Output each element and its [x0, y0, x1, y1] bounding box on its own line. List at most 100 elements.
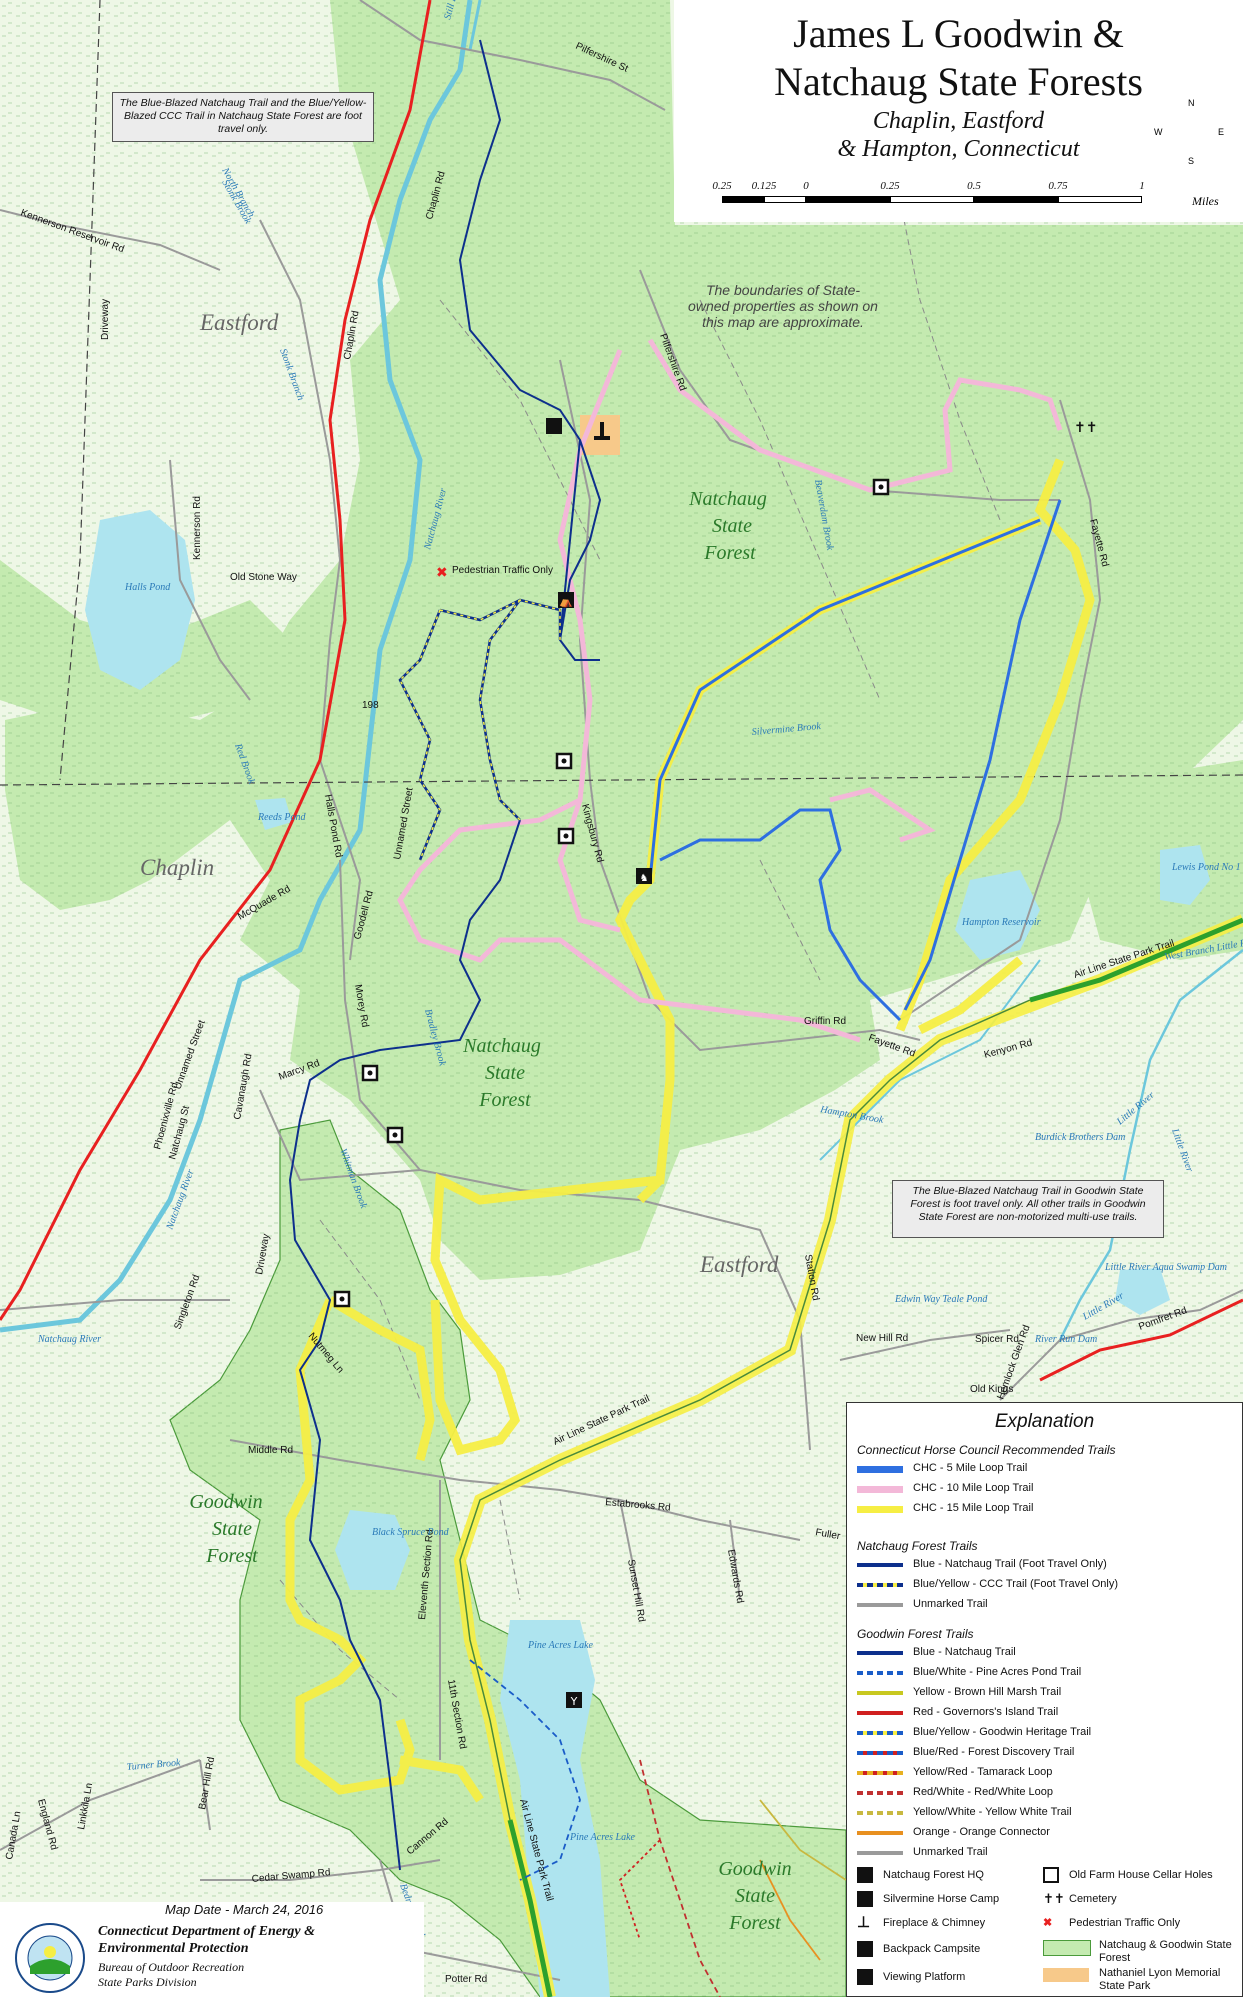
legend-item-goodwin-8: Yellow/White - Yellow White Trail [857, 1805, 1237, 1821]
road-label-route-198: 198 [362, 700, 379, 711]
legend-label: Blue/Yellow - CCC Trail (Foot Travel Onl… [913, 1578, 1118, 1590]
pedestrian-label: Pedestrian Traffic Only [452, 565, 553, 576]
compass-w: W [1154, 127, 1163, 137]
town-label-eastford-center: Eastford [699, 1252, 779, 1277]
compass-e: E [1218, 127, 1225, 137]
forest-label-goodwin-w-3: Forest [205, 1545, 258, 1567]
fireplace-icon: ⊥ [857, 1914, 871, 1931]
forest-area-swatch [1043, 1940, 1091, 1956]
legend-swatch [857, 1506, 903, 1513]
legend-item-goodwin-5: Blue/Red - Forest Discovery Trail [857, 1745, 1237, 1761]
svg-text:⛺: ⛺ [559, 595, 573, 608]
unmarked-trails [279, 199, 1001, 1701]
water-label-burdick-brothers-dam: Burdick Brothers Dam [1035, 1132, 1125, 1143]
road-label-griffin-rd: Griffin Rd [804, 1016, 846, 1027]
water-label-river-run-dam: River Run Dam [1034, 1334, 1097, 1345]
goodwin-trails [469, 1659, 847, 1997]
legend-heading-chc: Connecticut Horse Council Recommended Tr… [857, 1443, 1116, 1457]
road-label-old-kings: Old Kings [970, 1384, 1013, 1395]
water-label-edwin-way-teale-pond: Edwin Way Teale Pond [894, 1294, 988, 1305]
legend-swatch [857, 1486, 903, 1493]
pedestrian-marker: ✖ [436, 565, 448, 581]
map-title-line-2: Natchaug State Forests [774, 59, 1143, 104]
backpack-campsite-marker [546, 418, 562, 434]
forest-label-goodwin-w-1: Goodwin [189, 1491, 262, 1513]
legend-swatch [857, 1771, 903, 1775]
legend-label: CHC - 10 Mile Loop Trail [913, 1482, 1034, 1494]
legend-label: Blue - Natchaug Trail (Foot Travel Only) [913, 1558, 1107, 1570]
legend-heading-natchaug: Natchaug Forest Trails [857, 1539, 978, 1553]
legend-label: CHC - 15 Mile Loop Trail [913, 1502, 1034, 1514]
water-label-lewis-pond: Lewis Pond No 1 [1171, 862, 1241, 873]
legend-item-goodwin-7: Red/White - Red/White Loop [857, 1785, 1237, 1801]
fireplace-marker [594, 422, 610, 440]
legend-title: Explanation [994, 1411, 1095, 1432]
legend-item-goodwin-4: Blue/Yellow - Goodwin Heritage Trail [857, 1725, 1237, 1741]
forest-label-goodwin-se-2: State [735, 1885, 775, 1907]
division-line: State Parks Division [98, 1975, 197, 1989]
dept-line-2: Environmental Protection [98, 1941, 249, 1956]
forest-label-natchaug-center-2: State [485, 1062, 525, 1084]
chc-5-mile-loop [648, 499, 1062, 1022]
map-subtitle-line-1: Chaplin, Eastford [872, 108, 1045, 134]
legend-item-goodwin-10: Unmarked Trail [857, 1845, 1237, 1861]
legend-swatch [857, 1691, 903, 1695]
pedestrian-x-icon: ✖ [1043, 1917, 1053, 1929]
legend-label: Yellow/White - Yellow White Trail [913, 1806, 1072, 1818]
legend-swatch [857, 1711, 903, 1715]
road-label-driveway-nw: Driveway [100, 299, 111, 340]
compass-s: S [1188, 156, 1195, 166]
svg-text:♞: ♞ [640, 873, 649, 884]
still-river [468, 0, 482, 51]
ccc-trail-dashes [399, 599, 561, 861]
legend-swatch [857, 1583, 903, 1587]
forest-label-natchaug-center-3: Forest [478, 1089, 531, 1111]
map-date: Map Date - March 24, 2016 [165, 1902, 324, 1917]
route-198-east [1039, 1298, 1243, 1382]
town-label-chaplin: Chaplin [140, 855, 214, 880]
scale-segment [1058, 196, 1142, 203]
forest-label-natchaug-ne-3: Forest [703, 542, 756, 564]
legend-item-goodwin-9: Orange - Orange Connector [857, 1825, 1237, 1841]
title-block: James L Goodwin & Natchaug State Forests… [674, 0, 1243, 222]
legend-swatch [857, 1751, 903, 1755]
aqua-swamp [1115, 1268, 1170, 1315]
scale-tick: 0 [803, 180, 809, 192]
scale-tick: 0.25 [712, 180, 732, 192]
forest-label-goodwin-se-1: Goodwin [718, 1858, 791, 1880]
chc-15-mile-loop [285, 458, 1095, 1803]
legend-label: CHC - 5 Mile Loop Trail [913, 1462, 1028, 1474]
horse-camp-marker: ♞ [636, 868, 652, 884]
legend-item-goodwin-3: Red - Governors's Island Trail [857, 1705, 1237, 1721]
horse-icon [857, 1891, 873, 1907]
hq-marker: ⛺ [558, 592, 574, 608]
scale-tick: 0.5 [967, 180, 981, 192]
backpack-icon [857, 1941, 873, 1957]
town-label-eastford-nw: Eastford [199, 310, 279, 335]
water-label-little-river-aqua-swamp-dam: Little River Aqua Swamp Dam [1104, 1262, 1227, 1273]
map-subtitle-line-2: & Hampton, Connecticut [837, 136, 1080, 162]
legend-label: Unmarked Trail [913, 1846, 988, 1858]
deep-seal-logo [15, 1923, 85, 1993]
viewing-platform-marker: Y [566, 1692, 582, 1708]
legend-swatch [857, 1651, 903, 1655]
water-label-reeds-pond: Reeds Pond [257, 812, 306, 823]
forest-label-goodwin-se-3: Forest [728, 1912, 781, 1934]
legend-item-goodwin-2: Yellow - Brown Hill Marsh Trail [857, 1685, 1237, 1701]
bureau-line: Bureau of Outdoor Recreation [98, 1960, 245, 1974]
air-line-trail-south [507, 1819, 553, 1997]
scale-segment [890, 196, 974, 203]
scale-tick: 1 [1139, 180, 1145, 192]
legend-label: Blue/Yellow - Goodwin Heritage Trail [913, 1726, 1092, 1738]
legend-swatch [857, 1731, 903, 1735]
legend-label: Yellow - Brown Hill Marsh Trail [913, 1686, 1062, 1698]
legend-item-chc-1: CHC - 10 Mile Loop Trail [857, 1481, 1237, 1497]
legend-heading-goodwin: Goodwin Forest Trails [857, 1627, 974, 1641]
road-label-fuller: Fuller [814, 1527, 841, 1542]
scale-unit: Miles [1192, 194, 1219, 208]
compass-n: N [1188, 98, 1195, 108]
cellar-hole-icon [1043, 1867, 1059, 1883]
legend-label: Blue/Red - Forest Discovery Trail [913, 1746, 1075, 1758]
forest-label-goodwin-w-2: State [212, 1518, 252, 1540]
